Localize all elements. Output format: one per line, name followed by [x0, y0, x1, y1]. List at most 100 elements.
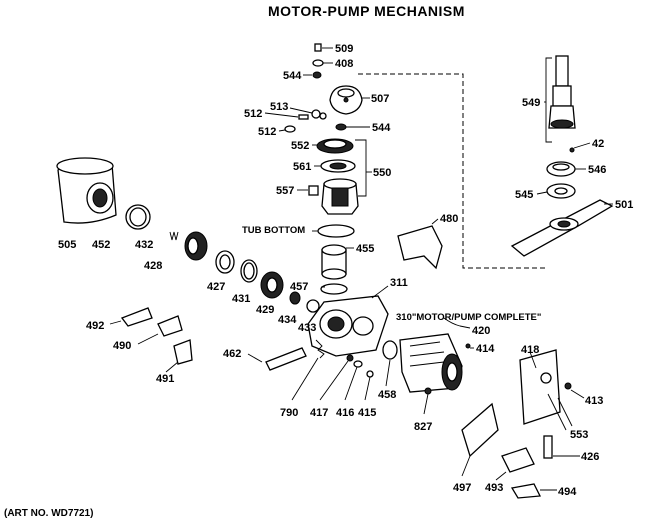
spray-arm-501 — [510, 199, 614, 257]
callout-557: 557 — [276, 185, 294, 197]
bracket-491 — [165, 339, 193, 373]
callout-42: 42 — [592, 138, 604, 150]
callout-414: 414 — [476, 343, 495, 355]
callout-507: 507 — [371, 93, 389, 105]
spring-432 — [169, 231, 179, 241]
mount-493 — [495, 447, 535, 481]
cap-546 — [546, 161, 586, 177]
bracket-418 — [519, 349, 561, 425]
callout-462: 462 — [223, 348, 241, 360]
cylinder-455 — [321, 244, 354, 280]
screw-512-b — [278, 125, 296, 133]
callout-512: 512 — [258, 126, 276, 138]
annotation-motor-pump-complete: 310"MOTOR/PUMP COMPLETE" — [396, 312, 541, 323]
nut-544-mid — [335, 123, 370, 131]
bracket-492 — [109, 307, 153, 327]
washer-545 — [536, 183, 576, 199]
bearing-429 — [260, 271, 284, 299]
annotation-tub-bottom: TUB BOTTOM — [242, 225, 305, 236]
callout-490: 490 — [113, 340, 131, 352]
callout-545: 545 — [515, 189, 533, 201]
nut-544-top — [303, 71, 322, 79]
bracket-497 — [461, 402, 499, 477]
callout-415: 415 — [358, 407, 376, 419]
callout-552: 552 — [291, 140, 309, 152]
pump-housing-550 — [321, 139, 372, 215]
art-number: (ART NO. WD7721) — [4, 508, 93, 519]
callout-513: 513 — [270, 101, 288, 113]
callout-497: 497 — [453, 482, 471, 494]
callout-429: 429 — [256, 304, 274, 316]
wire-420 — [443, 317, 471, 329]
screw-415 — [364, 370, 374, 401]
callout-457: 457 — [290, 281, 308, 293]
spray-tube-549 — [544, 55, 576, 143]
hose-462 — [247, 347, 307, 371]
callout-493: 493 — [485, 482, 503, 494]
gear-552 — [312, 138, 354, 154]
screw-509 — [314, 43, 333, 52]
clip-557 — [297, 185, 319, 196]
callout-492: 492 — [86, 320, 104, 332]
callout-494: 494 — [558, 486, 577, 498]
callout-labels: 509 408 544 507 513 512 512 544 552 561 … — [58, 43, 633, 498]
ring-561 — [314, 159, 356, 173]
ring-431 — [240, 259, 258, 283]
assembly-dashed-line — [358, 73, 545, 269]
seal-457 — [320, 283, 348, 295]
callout-505: 505 — [58, 239, 76, 251]
bushing-433 — [306, 299, 320, 313]
callout-561: 561 — [293, 161, 311, 173]
callout-434: 434 — [278, 314, 297, 326]
fastener-827 — [423, 387, 432, 415]
callout-311: 311 — [390, 277, 408, 289]
callout-827: 827 — [414, 421, 432, 433]
callout-458: 458 — [378, 389, 396, 401]
callout-431: 431 — [232, 293, 250, 305]
callout-426: 426 — [581, 451, 599, 463]
callout-428: 428 — [144, 260, 162, 272]
callout-455: 455 — [356, 243, 374, 255]
clip-413 — [564, 382, 585, 399]
callout-408: 408 — [335, 58, 353, 70]
callout-544: 544 — [283, 70, 302, 82]
washer-408 — [312, 59, 333, 67]
motor-assembly — [399, 333, 463, 393]
callout-546: 546 — [588, 164, 606, 176]
brace-553 — [547, 393, 573, 431]
callout-418: 418 — [521, 344, 539, 356]
washer-434 — [289, 291, 301, 305]
callout-550: 550 — [373, 167, 391, 179]
callout-452: 452 — [92, 239, 110, 251]
callout-416: 416 — [336, 407, 354, 419]
switch-490 — [137, 315, 183, 345]
callout-413: 413 — [585, 395, 603, 407]
impeller-507 — [329, 85, 370, 115]
callout-509: 509 — [335, 43, 353, 55]
callout-553: 553 — [570, 429, 588, 441]
fastener-513 — [289, 107, 327, 120]
callout-420: 420 — [472, 325, 490, 337]
screw-414 — [465, 343, 474, 349]
ring-458 — [382, 340, 398, 387]
pin-426 — [543, 435, 580, 459]
callout-491: 491 — [156, 373, 174, 385]
washer-416 — [344, 360, 363, 401]
callout-790: 790 — [280, 407, 298, 419]
pump-body-311 — [307, 285, 389, 357]
seal-427 — [215, 250, 235, 274]
callout-433: 433 — [298, 322, 316, 334]
screw-512-a — [264, 112, 309, 120]
callout-417: 417 — [310, 407, 328, 419]
pad-494 — [510, 483, 557, 499]
clip-417 — [319, 354, 354, 401]
gear-428 — [184, 231, 208, 261]
callout-512: 512 — [244, 108, 262, 120]
housing-505 — [56, 157, 117, 224]
callout-480: 480 — [440, 213, 458, 225]
callout-427: 427 — [207, 281, 225, 293]
callout-549: 549 — [522, 97, 540, 109]
spring-790 — [291, 339, 325, 401]
